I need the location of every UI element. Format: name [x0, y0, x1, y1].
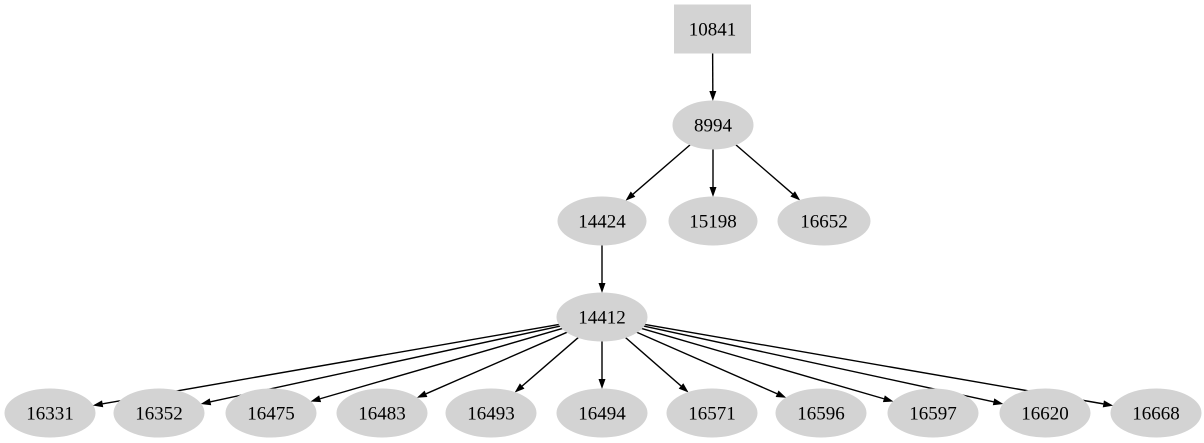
node-label-16652: 16652 [800, 212, 848, 233]
node-16597 [887, 388, 979, 438]
node-16652 [777, 196, 871, 246]
node-label-16352: 16352 [135, 404, 183, 425]
node-label-16597: 16597 [909, 404, 957, 425]
node-16494 [556, 388, 648, 438]
arrowhead-14412-16597 [882, 395, 894, 403]
node-label-16596: 16596 [797, 404, 845, 425]
edge-8994-16652 [735, 144, 794, 195]
node-label-8994: 8994 [694, 116, 733, 137]
node-label-16475: 16475 [247, 404, 295, 425]
node-label-14424: 14424 [578, 212, 626, 233]
node-16352 [113, 388, 205, 438]
edge-14412-16493 [521, 336, 579, 387]
edge-14412-16597 [641, 327, 885, 400]
arrowhead-14412-16494 [598, 379, 606, 389]
node-16571 [666, 388, 758, 438]
edge-14412-16483 [425, 331, 568, 395]
node-label-10841: 10841 [689, 20, 737, 41]
node-label-16494: 16494 [578, 404, 626, 425]
edge-8994-14424 [632, 144, 691, 195]
node-15198 [668, 196, 758, 246]
arrowhead-14424-14412 [598, 283, 606, 293]
node-16596 [775, 388, 867, 438]
arrowhead-14412-16352 [200, 398, 212, 406]
arrowhead-14412-16331 [92, 400, 104, 408]
node-10841 [674, 4, 751, 54]
nodes-layer: 10841 8994 14424 15198 16652 14412 16331 16352 1… [4, 4, 1202, 438]
arrowhead-14412-16668 [1102, 400, 1114, 408]
node-14424 [557, 196, 647, 246]
edge-14412-16571 [625, 336, 682, 387]
node-16620 [999, 388, 1091, 438]
node-14412 [556, 292, 648, 342]
arrowhead-8994-16652 [790, 191, 801, 201]
arrowhead-8994-15198 [709, 187, 717, 197]
edge-14412-16331 [102, 323, 560, 405]
arrowhead-14412-16571 [678, 383, 689, 393]
arrowhead-10841-8994 [709, 90, 717, 102]
node-label-16620: 16620 [1021, 404, 1069, 425]
node-16331 [4, 388, 96, 438]
edge-14412-16475 [319, 327, 563, 400]
node-16475 [225, 388, 317, 438]
node-label-16668: 16668 [1132, 404, 1180, 425]
node-label-16483: 16483 [358, 404, 406, 425]
node-8994 [672, 100, 754, 150]
arrowhead-8994-14424 [625, 191, 636, 201]
arrowhead-14412-16620 [992, 398, 1004, 406]
node-label-16493: 16493 [467, 404, 515, 425]
arrowhead-14412-16493 [514, 383, 525, 393]
arrowhead-14412-16483 [416, 390, 428, 398]
edge-14412-16596 [636, 331, 778, 395]
node-16493 [445, 388, 537, 438]
node-16668 [1110, 388, 1202, 438]
node-label-16571: 16571 [688, 404, 736, 425]
node-label-14412: 14412 [578, 308, 626, 329]
arrowhead-14412-16475 [310, 395, 322, 403]
node-label-16331: 16331 [26, 404, 74, 425]
node-label-15198: 15198 [689, 212, 737, 233]
arrowhead-14412-16596 [775, 390, 787, 398]
node-16483 [336, 388, 428, 438]
